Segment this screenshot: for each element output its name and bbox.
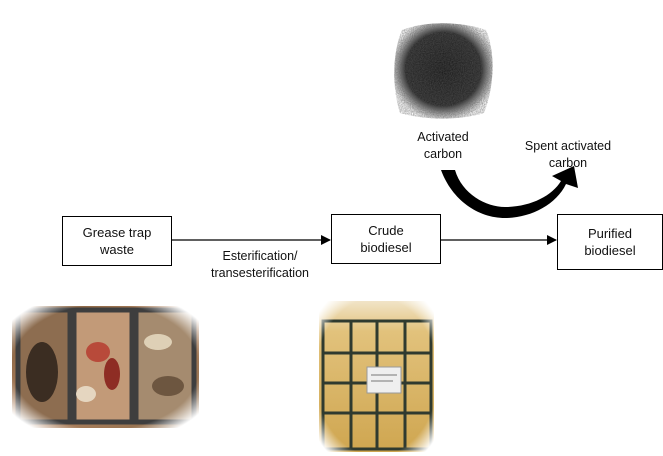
activated-carbon-photo <box>388 18 498 123</box>
biodiesel-container-photo <box>315 297 438 456</box>
grease-trap-waste-box: Grease trap waste <box>62 216 172 266</box>
grease-trap-label-line1: Grease trap <box>82 225 152 240</box>
carbon-curved-arrow <box>441 166 578 218</box>
crude-biodiesel-box: Crude biodiesel <box>331 214 441 264</box>
spent-carbon-label-line2: carbon <box>548 156 588 170</box>
esterification-label: Esterification/ transesterification <box>190 248 330 282</box>
esterification-label-line2: transesterification <box>211 266 309 280</box>
esterification-label-line1: Esterification/ <box>222 249 298 263</box>
purified-label-line2: biodiesel <box>584 243 636 258</box>
activated-carbon-label-line2: carbon <box>423 147 463 161</box>
grease-trap-label-line2: waste <box>100 242 134 257</box>
spent-activated-carbon-label: Spent activated carbon <box>508 138 628 172</box>
crude-label-line2: biodiesel <box>360 240 412 255</box>
crude-label-line1: Crude <box>368 223 404 238</box>
purified-label-line1: Purified <box>587 226 633 241</box>
activated-carbon-label-line1: Activated <box>417 130 469 144</box>
activated-carbon-label: Activated carbon <box>398 129 488 163</box>
grease-trap-photo <box>8 302 203 432</box>
spent-carbon-label-line1: Spent activated <box>524 139 612 153</box>
